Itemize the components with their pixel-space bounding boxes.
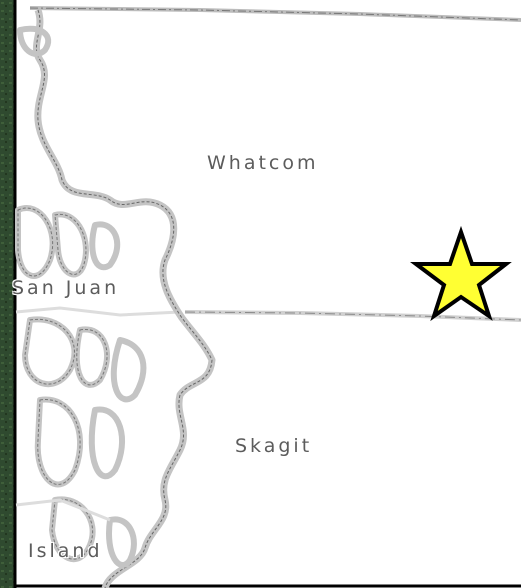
label-island: Island bbox=[28, 540, 103, 562]
northern-border bbox=[29, 6, 521, 22]
label-san-juan: San Juan bbox=[12, 277, 120, 299]
label-whatcom: Whatcom bbox=[207, 152, 319, 174]
label-skagit: Skagit bbox=[235, 435, 313, 457]
county-border-whatcom-skagit bbox=[184, 310, 521, 322]
star-icon[interactable] bbox=[410, 225, 512, 322]
satellite-imagery bbox=[0, 0, 16, 588]
